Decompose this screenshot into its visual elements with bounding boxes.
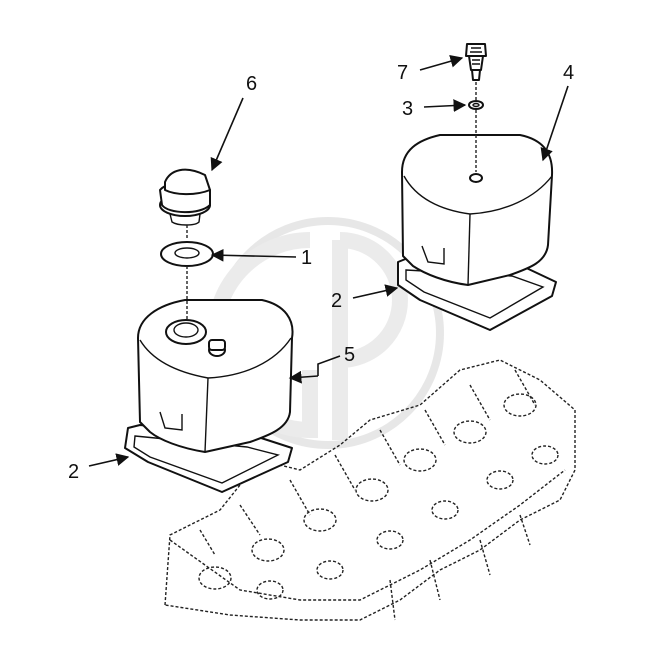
sealing-washer — [468, 100, 484, 110]
callout-label-1: 1 — [301, 247, 312, 269]
callout-label-6: 6 — [246, 73, 257, 95]
callout-leaders — [88, 55, 569, 467]
left-valve-cover — [137, 299, 294, 453]
filler-cap-seal-ring — [160, 241, 214, 267]
callout-label-3: 3 — [402, 98, 413, 120]
callout-label-7: 7 — [397, 62, 408, 84]
callout-label-2-right: 2 — [331, 290, 342, 312]
oil-filler-cap — [159, 168, 211, 226]
cover-fastener-bolt — [465, 43, 487, 81]
callout-label-2-left: 2 — [68, 461, 79, 483]
right-valve-cover — [401, 134, 554, 286]
callout-label-5: 5 — [344, 344, 355, 366]
callout-label-4: 4 — [563, 62, 574, 84]
